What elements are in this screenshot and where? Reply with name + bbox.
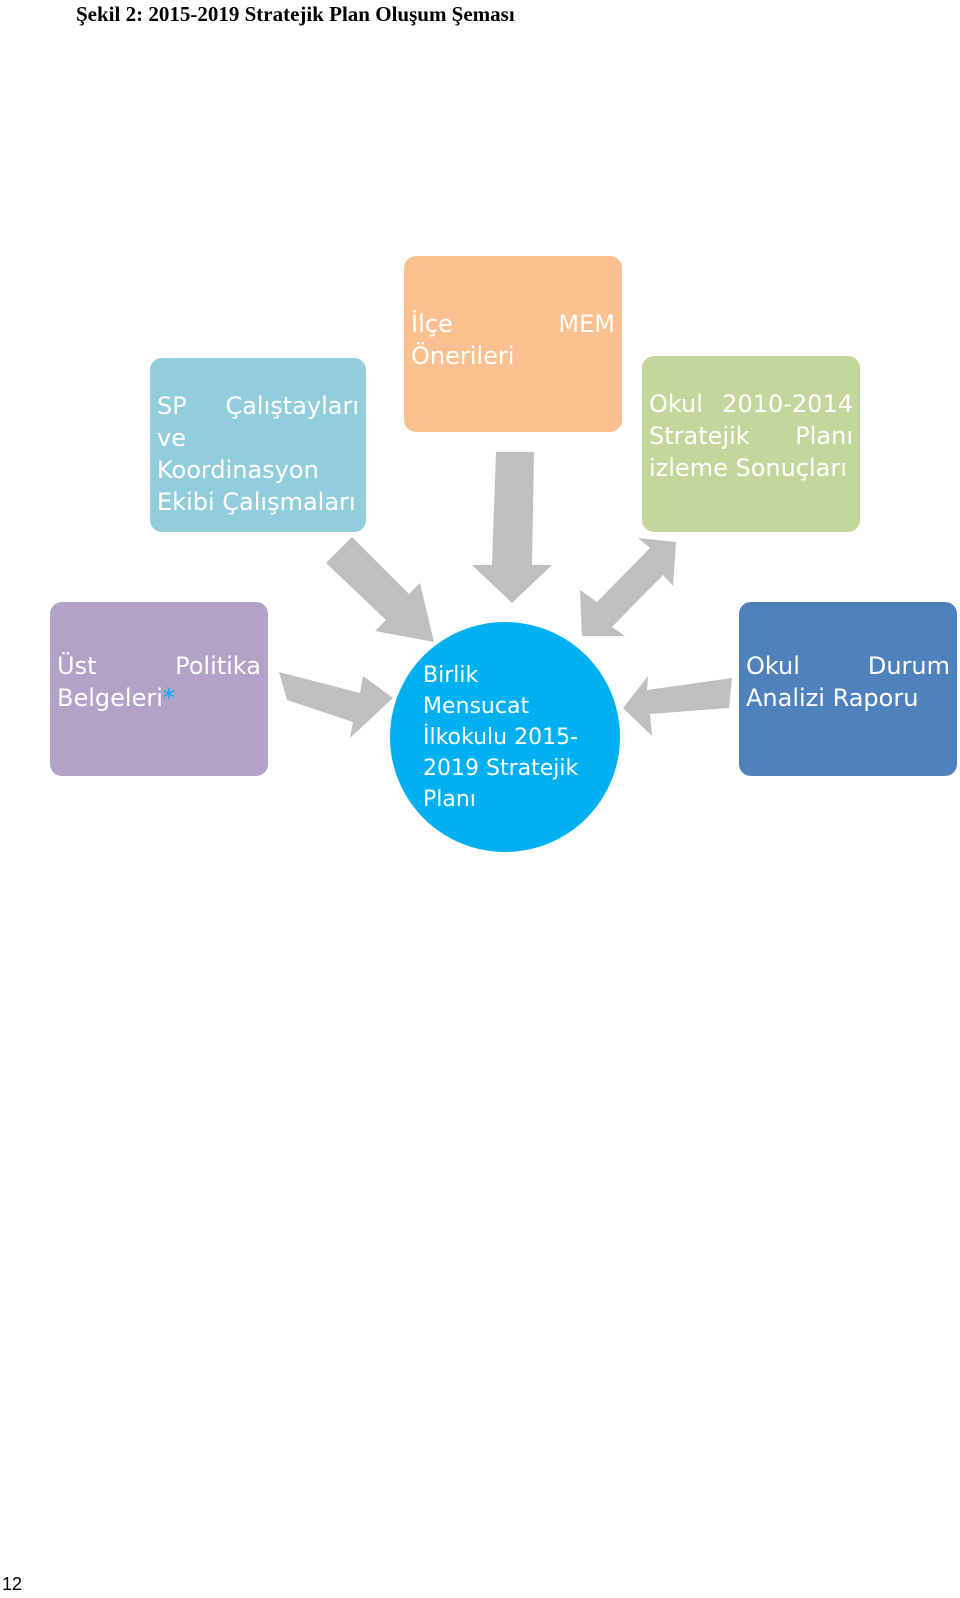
- node-ust-asterisk: *: [162, 684, 175, 712]
- node-center-line-5: Planı: [423, 787, 476, 812]
- node-center-stratejik-plan: Birlik Mensucat İlkokulu 2015- 2019 Stra…: [390, 622, 620, 852]
- node-ilce-line-1: İlçe MEM: [411, 308, 615, 340]
- node-sp-line-3: Ekibi Çalışmaları: [157, 488, 356, 516]
- node-durum-word-durum: Durum: [867, 652, 950, 680]
- node-okul-durum-analizi: Okul Durum Analizi Raporu: [739, 602, 957, 776]
- node-sp-line-1: SP Çalıştayları ve: [157, 392, 359, 452]
- node-durum-line-1: Okul Durum: [746, 650, 950, 682]
- node-ust-politika-belgeleri: Üst Politika Belgeleri*: [50, 602, 268, 776]
- page-number: 12: [2, 1574, 23, 1594]
- node-ilce-word-ilce: İlçe: [411, 310, 453, 338]
- arrow-ilce-to-center: [472, 452, 552, 603]
- node-okul-izleme-line-3: izleme Sonuçları: [649, 454, 847, 482]
- node-okul-izleme-word-plani: Planı: [795, 422, 853, 450]
- node-okul-izleme-line-2: Stratejik Planı: [649, 420, 853, 452]
- node-ust-line-1: Üst Politika: [57, 650, 261, 682]
- node-sp-line-2: Koordinasyon: [157, 456, 319, 484]
- node-ilce-line-2: Önerileri: [411, 342, 515, 370]
- node-center-line-4: 2019 Stratejik: [423, 756, 579, 781]
- node-ust-line-2: Belgeleri*: [57, 682, 261, 714]
- figure-title: Şekil 2: 2015-2019 Stratejik Plan Oluşum…: [76, 2, 515, 26]
- node-okul-izleme-line-1: Okul 2010-2014: [649, 388, 853, 420]
- node-durum-word-okul: Okul: [746, 652, 800, 680]
- node-ilce-mem-onerileri: İlçe MEM Önerileri: [404, 256, 622, 432]
- node-okul-izleme-sonuclari: Okul 2010-2014 Stratejik Planı izleme So…: [642, 356, 860, 532]
- node-sp-calistaylari: SP Çalıştayları ve Koordinasyon Ekibi Ça…: [150, 358, 366, 532]
- node-durum-line-2: Analizi Raporu: [746, 684, 919, 712]
- arrow-durum-to-center: [623, 676, 732, 736]
- node-okul-izleme-word-stratejik: Stratejik: [649, 422, 750, 450]
- arrow-okul-izleme-center: [580, 538, 676, 636]
- arrow-ust-to-center: [279, 672, 393, 738]
- node-ust-word-belgeleri: Belgeleri: [57, 684, 163, 712]
- node-center-line-2: Mensucat: [423, 694, 530, 719]
- node-okul-izleme-word-years: 2010-2014: [722, 390, 853, 418]
- node-center-line-3: İlkokulu 2015-: [423, 725, 578, 750]
- node-ilce-word-mem: MEM: [558, 310, 615, 338]
- node-okul-izleme-word-okul: Okul: [649, 390, 703, 418]
- node-ust-word-ust: Üst: [57, 652, 97, 680]
- node-ust-word-politika: Politika: [175, 652, 261, 680]
- node-center-line-1: Birlik: [423, 663, 479, 688]
- arrow-sp-to-center: [326, 537, 434, 642]
